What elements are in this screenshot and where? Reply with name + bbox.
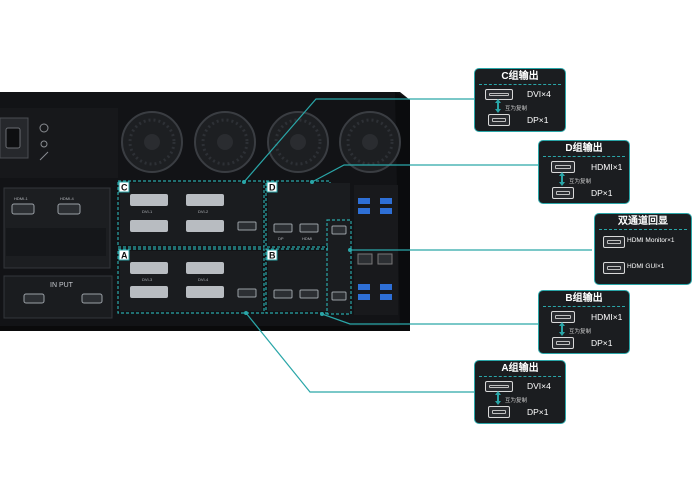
input-label: IN PUT [50,282,74,289]
group-a-tag: A [118,249,130,261]
hdmi-port-icon [603,236,625,248]
callout-a-note: 互为复制 [505,398,528,404]
callout-c-row1: DVI×4 [527,89,551,99]
port-label-dvi-c2: DVI-2 [198,209,209,214]
callout-d-row2: DP×1 [591,188,613,198]
group-b-tag: B [266,249,278,261]
connector-dots [242,180,352,316]
group-c-card [117,180,265,248]
dp-port-icon [552,187,574,199]
group-d-card [265,180,331,248]
callout-d-title: D组输出 [565,143,603,154]
svg-text:B: B [269,251,276,261]
hdmi-port-icon [603,262,625,274]
callout-b-title: B组输出 [565,293,603,304]
loop-out-card [326,183,352,315]
callout-c-note: 互为复制 [505,106,528,112]
callout-a-divider [479,376,561,377]
dp-port-icon [552,337,574,349]
callout-d-note: 互为复制 [569,179,592,185]
fan-icon-2 [194,111,256,173]
fan-icon-1 [121,111,183,173]
callout-c-row2: DP×1 [527,115,549,125]
callout-b-divider [543,306,625,307]
callout-a-row2: DP×1 [527,407,549,417]
left-io-card [3,187,111,269]
callout-b-duplex-arrow [559,322,565,336]
callout-c-divider [479,84,561,85]
dp-port-icon [488,114,510,126]
input-card [3,275,113,319]
group-d-tag: D [266,181,278,193]
group-c-tag: C [118,181,130,193]
svg-text:A: A [121,251,128,261]
callout-d-duplex-arrow [559,172,565,186]
group-a-card [117,248,265,314]
port-label-dp-d: DP [278,236,284,241]
callout-b-output: B组输出 HDMI×1 互为复制 DP×1 [538,290,630,354]
port-label-dvi-a3: DVI-3 [142,277,153,282]
callout-loop-title: 双通道回显 [618,216,668,227]
callout-a-row1: DVI×4 [527,381,551,391]
callout-dual-channel-loop: 双通道回显 HDMI Monitor×1 HDMI GUI×1 [594,213,692,285]
callout-loop-row2: HDMI GUI×1 [627,263,665,270]
port-label-hdmi-d: HDMI [302,236,312,241]
callout-a-duplex-arrow [495,391,501,405]
svg-text:C: C [121,183,128,193]
power-socket [0,117,49,161]
fan-icon-4 [339,111,401,173]
port-label-dvi-c1: DVI-1 [142,209,153,214]
callout-loop-divider [599,229,687,230]
port-label-hdmi4: HDMI-4 [60,196,75,201]
callout-loop-row1: HDMI Monitor×1 [627,237,675,244]
port-label-hdmi1: HDMI-1 [14,196,29,201]
callout-d-output: D组输出 HDMI×1 互为复制 DP×1 [538,140,630,204]
callout-c-output: C组输出 DVI×4 互为复制 DP×1 [474,68,566,132]
callout-a-title: A组输出 [501,363,539,374]
dp-port-icon [488,406,510,418]
callout-b-row2: DP×1 [591,338,613,348]
callout-b-note: 互为复制 [569,329,592,335]
callout-d-divider [543,156,625,157]
port-label-dvi-a4: DVI-4 [198,277,209,282]
callout-connectors [243,98,592,393]
fan-icon-3 [267,111,329,173]
callout-b-row1: HDMI×1 [591,312,623,322]
callout-a-output: A组输出 DVI×4 互为复制 DP×1 [474,360,566,424]
callout-c-duplex-arrow [495,99,501,113]
callout-d-row1: HDMI×1 [591,162,623,172]
callout-c-title: C组输出 [501,71,539,82]
svg-text:D: D [269,183,276,193]
